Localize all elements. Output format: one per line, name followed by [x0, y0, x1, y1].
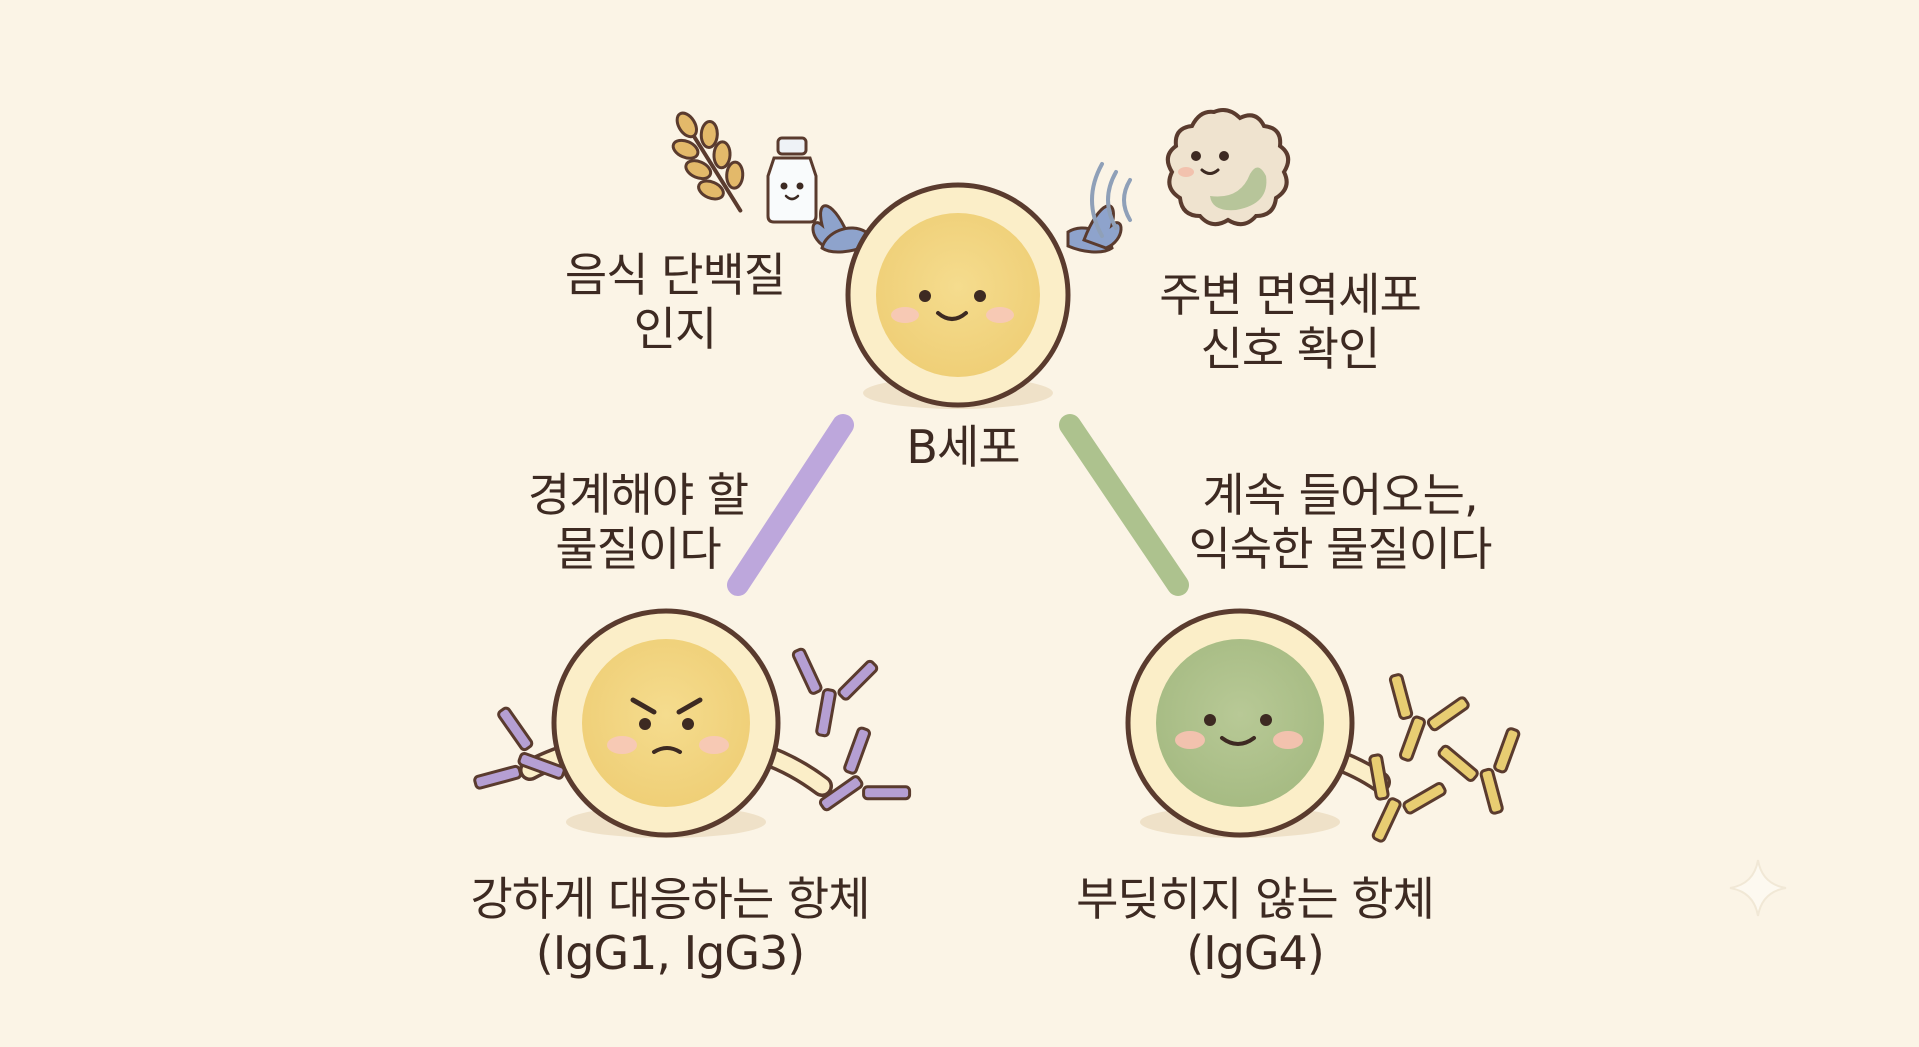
immune-signal-note: 주변 면역세포 신호 확인	[1159, 268, 1422, 377]
antibody-icon	[473, 706, 566, 790]
antibody-icon	[1368, 753, 1447, 843]
milk-bottle-icon	[766, 136, 818, 224]
antibody-icon	[791, 647, 879, 738]
top-cell-title: B세포	[898, 420, 1028, 474]
immune-cell-icon	[1165, 108, 1291, 227]
antibody-icon	[1388, 673, 1470, 762]
wheat-icon	[671, 111, 745, 213]
food-protein-note: 음식 단백질 인지	[564, 248, 786, 357]
bottom-right-caption: 부딪히지 않는 항체 (IgG4)	[1076, 872, 1435, 981]
edge-right-line	[1059, 414, 1189, 596]
bottom-left-caption: 강하게 대응하는 항체 (IgG1, IgG3)	[470, 872, 870, 981]
antibody-icon	[1437, 727, 1521, 815]
edge-right-label: 계속 들어오는, 익숙한 물질이다	[1188, 468, 1493, 577]
signal-waves-icon	[1090, 162, 1132, 238]
b-cell-bottom-left	[519, 608, 833, 838]
sparkle-icon	[1729, 859, 1787, 917]
edge-left-line	[727, 414, 854, 596]
antibody-icon	[818, 726, 912, 812]
edge-left-label: 경계해야 할 물질이다	[527, 468, 749, 577]
b-cell-bottom-right	[1125, 608, 1391, 838]
b-cell-label: B세포	[906, 420, 1020, 474]
b-cell-top	[811, 182, 1123, 409]
